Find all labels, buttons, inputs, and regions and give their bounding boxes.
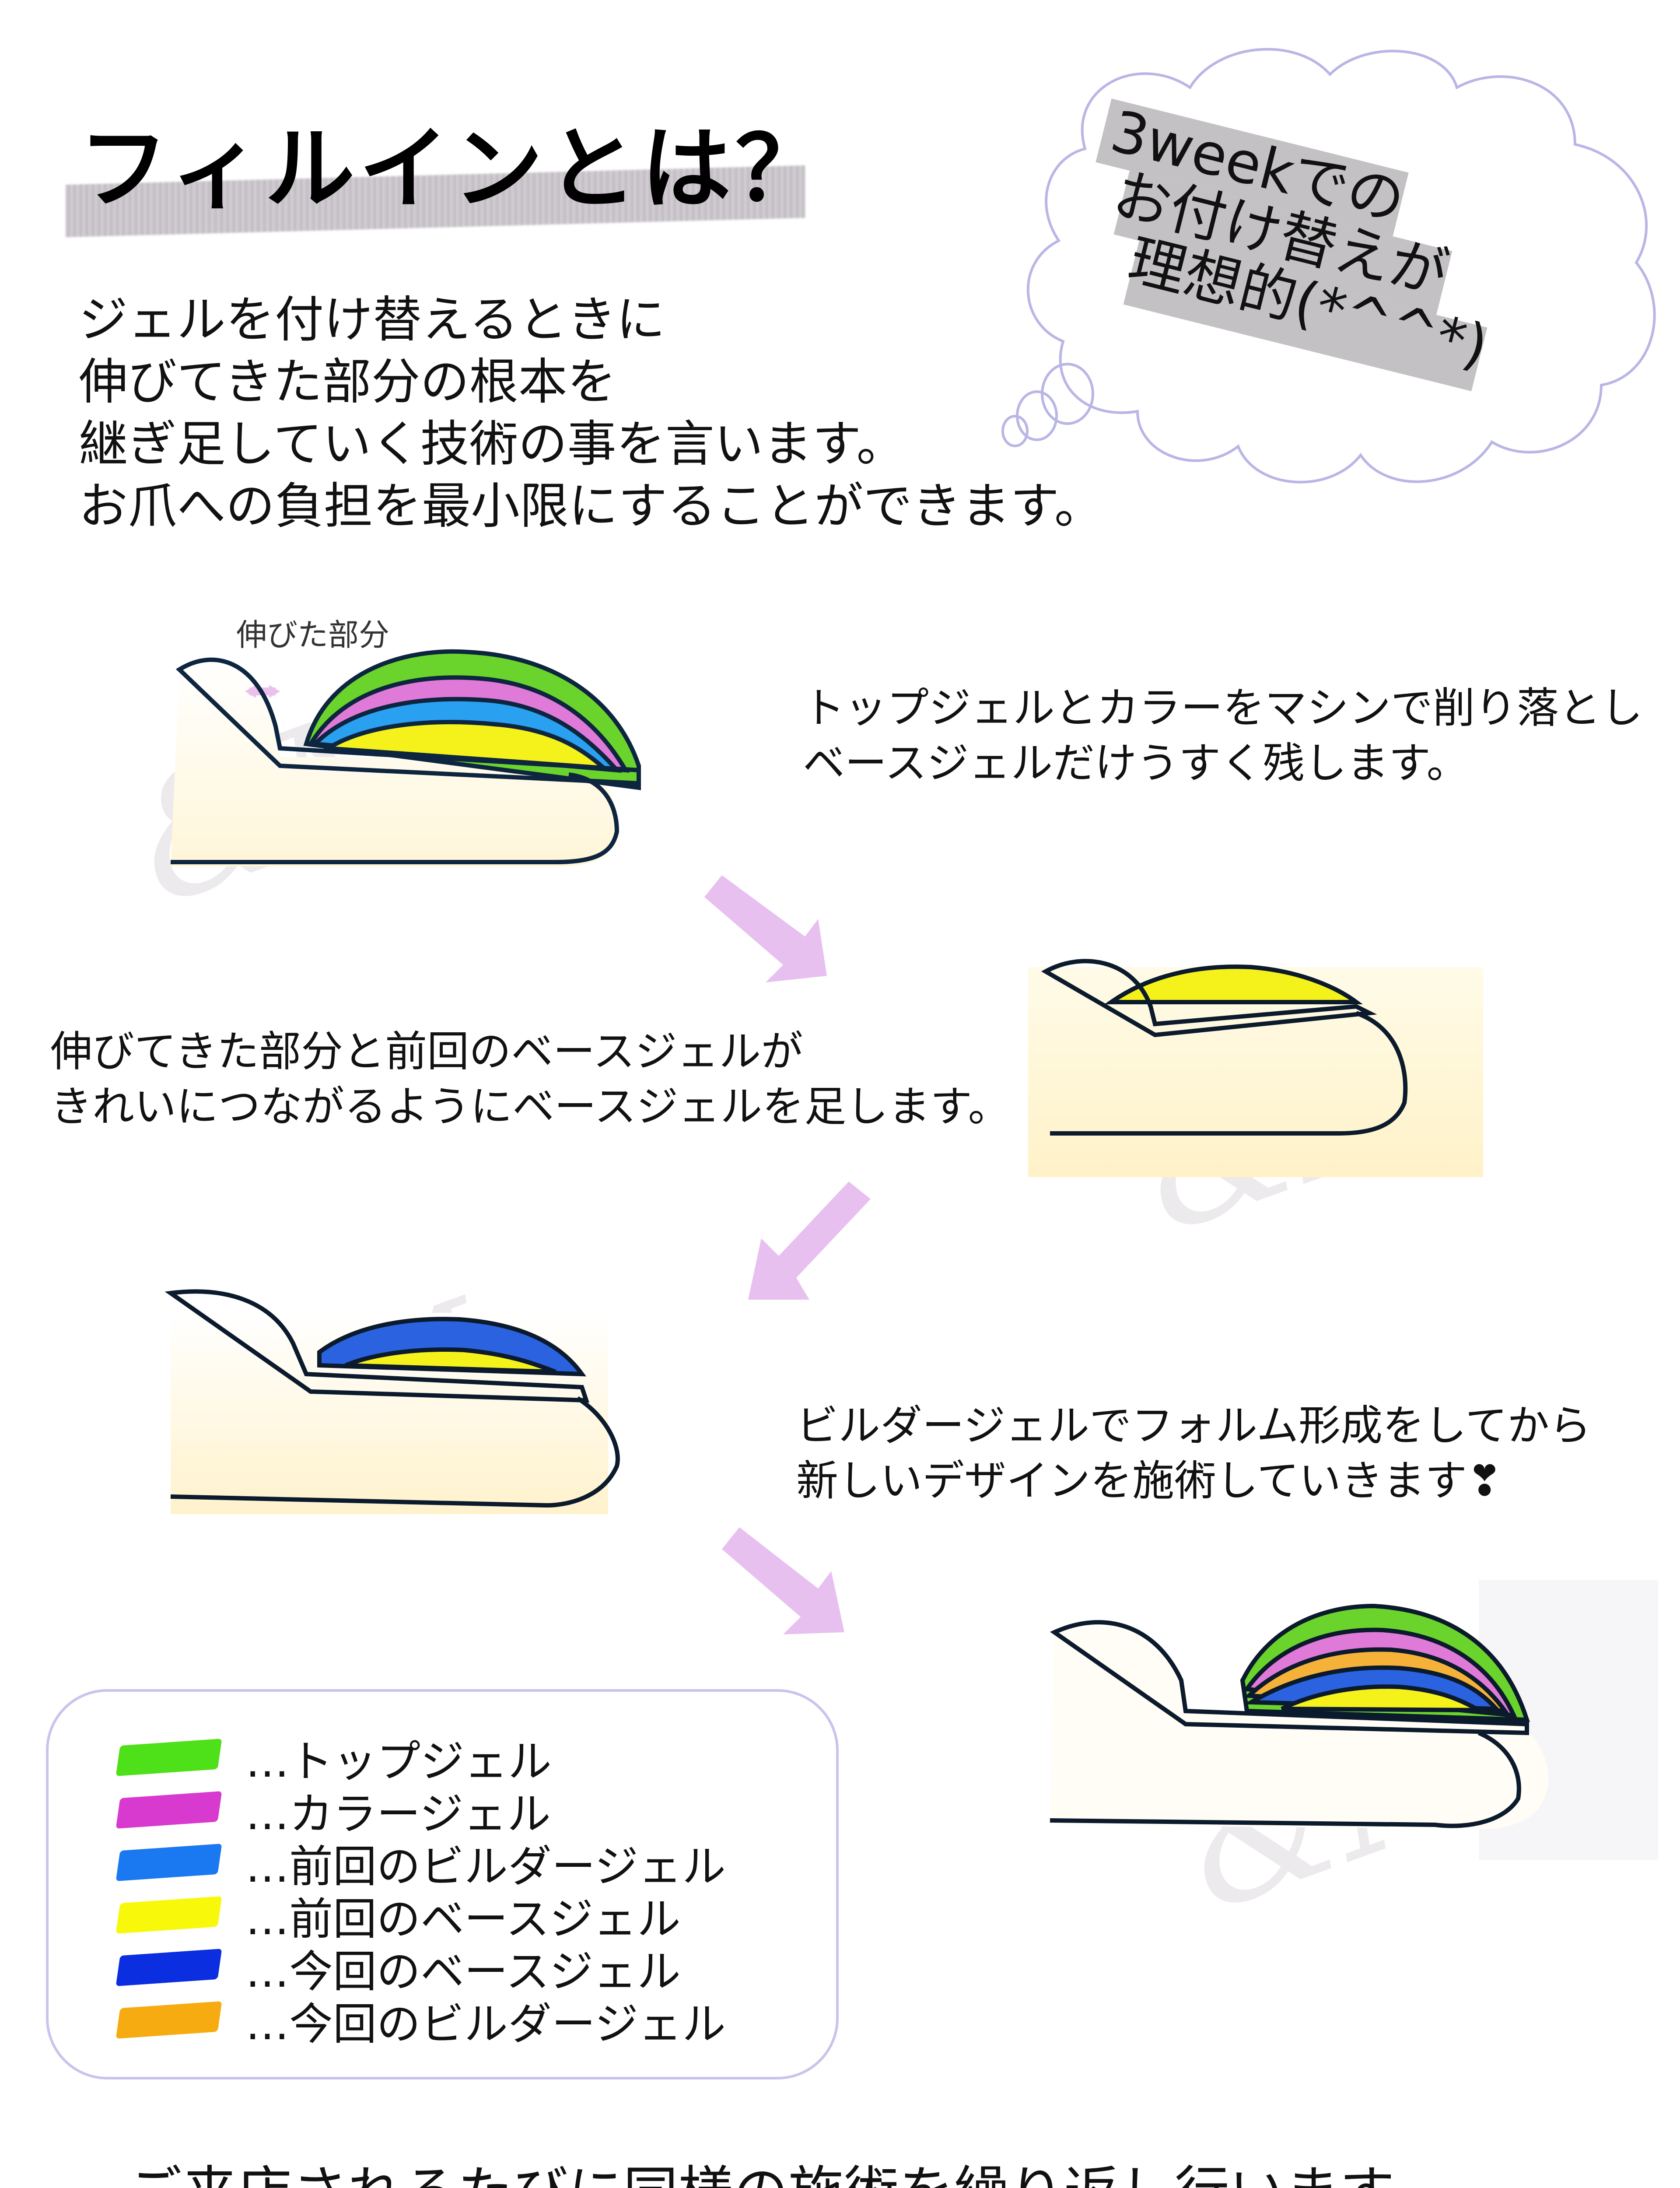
intro-line: 継ぎ足していく技術の事を言います。: [79, 416, 906, 473]
grown-part-label: 伸びた部分: [236, 617, 389, 653]
closing-paragraph: ご来店されるたびに同様の施術を繰り返し行います。 同じところを何度も削ることがな…: [127, 2157, 1502, 2188]
orange-swatch-icon: [116, 2001, 222, 2039]
legend-label: …前回のベースジェル: [245, 1893, 681, 1945]
nail-diagram-step2-icon: [1028, 959, 1483, 1177]
green-swatch-icon: [116, 1739, 222, 1776]
yellow-swatch-icon: [116, 1896, 222, 1934]
legend-item-prev-base-gel: …前回のベースジェル: [116, 1889, 681, 1945]
step1-description: トップジェルとカラーをマシンで削り落とし ベースジェルだけうすく残します。: [803, 680, 1643, 791]
closing-text: ご来店されるたびに同様の施術を繰り返し行います。: [127, 2160, 1444, 2188]
legend-box: …トップジェル …カラージェル …前回のビルダージェル …前回のベースジェル ……: [46, 1689, 839, 2079]
lightblue-swatch-icon: [116, 1844, 222, 1881]
intro-paragraph: ジェルを付け替えるときに 伸びてきた部分の根本を 継ぎ足していく技術の事を言いま…: [79, 289, 1103, 537]
legend-item-current-base-gel: …今回のベースジェル: [116, 1941, 681, 1997]
blue-swatch-icon: [116, 1949, 222, 1986]
legend-item-prev-builder-gel: …前回のビルダージェル: [116, 1836, 726, 1892]
nail-diagram-step1-icon: [171, 649, 641, 866]
intro-line: 伸びてきた部分の根本を: [79, 354, 616, 410]
legend-label: …トップジェル: [245, 1736, 552, 1787]
nail-diagram-step3-icon: [164, 1289, 620, 1514]
intro-line: お爪への負担を最小限にすることができます。: [79, 478, 1103, 535]
arrow-down-right-icon: [722, 1527, 844, 1634]
nail-diagram-step4-icon: [1050, 1580, 1658, 1860]
legend-label: …今回のビルダージェル: [245, 1998, 726, 2050]
arrow-down-left-icon: [748, 1182, 871, 1300]
step3-description: ビルダージェルでフォルム形成をしてから 新しいデザインを施術していきます❣: [796, 1398, 1591, 1508]
step1-line: ベースジェルだけうすく残します。: [803, 739, 1469, 788]
legend-item-current-builder-gel: …今回のビルダージェル: [116, 1994, 726, 2050]
legend-item-top-gel: …トップジェル: [116, 1731, 552, 1787]
intro-line: ジェルを付け替えるときに: [79, 291, 665, 348]
step3-line: ビルダージェルでフォルム形成をしてから: [796, 1401, 1592, 1450]
step2-line: 伸びてきた部分と前回のベースジェルが: [50, 1027, 803, 1076]
step3-line: 新しいデザインを施術していきます❣: [796, 1456, 1502, 1505]
legend-item-color-gel: …カラージェル: [116, 1784, 551, 1840]
magenta-swatch-icon: [116, 1791, 222, 1829]
arrow-down-right-icon: [704, 875, 827, 982]
step2-line: きれいにつながるようにベースジェルを足します。: [50, 1082, 1010, 1131]
step1-line: トップジェルとカラーをマシンで削り落とし: [803, 684, 1643, 733]
legend-label: …今回のベースジェル: [245, 1946, 681, 1997]
legend-label: …前回のビルダージェル: [245, 1841, 726, 1892]
page-title: フィルインとは？: [79, 117, 830, 221]
step2-description: 伸びてきた部分と前回のベースジェルが きれいにつながるようにベースジェルを足しま…: [50, 1024, 1010, 1134]
legend-label: …カラージェル: [245, 1788, 551, 1840]
closing-line: ご来店されるたびに同様の施術を繰り返し行います。: [127, 2157, 1502, 2188]
